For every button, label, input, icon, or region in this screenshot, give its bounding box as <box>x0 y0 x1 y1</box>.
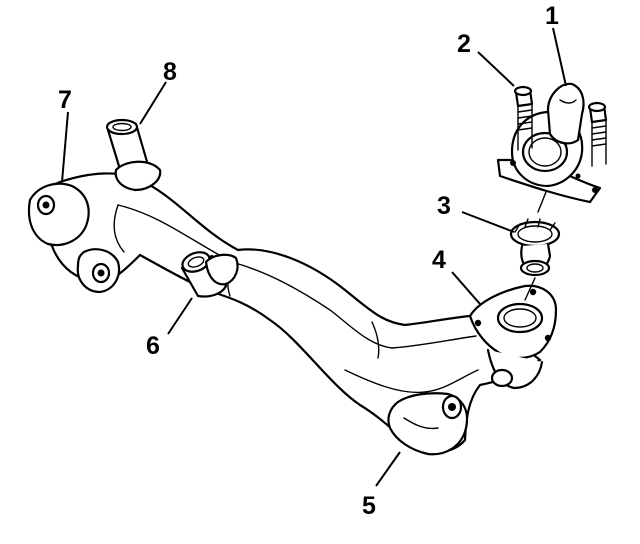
coolant-crossover-pipe <box>27 172 558 456</box>
leader-1 <box>552 27 567 87</box>
leader-3 <box>461 211 515 233</box>
callout-2: 2 <box>457 30 471 58</box>
side-hose-nipple <box>180 251 239 298</box>
callout-3: 3 <box>437 192 451 220</box>
callout-1: 1 <box>545 2 559 30</box>
callout-7: 7 <box>58 86 72 114</box>
leader-5 <box>375 451 401 487</box>
leader-6 <box>167 297 193 335</box>
leader-8 <box>139 81 167 125</box>
callout-8: 8 <box>163 58 177 86</box>
leader-7 <box>61 111 69 183</box>
thermostat-housing <box>496 82 602 204</box>
leader-2 <box>477 51 515 87</box>
leader-4 <box>451 271 481 305</box>
callout-6: 6 <box>146 332 160 360</box>
thermostat <box>509 191 561 301</box>
callout-labels: 1 2 3 4 5 6 7 8 <box>58 2 559 520</box>
callout-4: 4 <box>432 246 446 274</box>
housing-bolt-left <box>513 85 534 151</box>
housing-bolt-right <box>587 101 608 167</box>
leader-lines <box>61 27 567 487</box>
callout-5: 5 <box>362 492 376 520</box>
upper-hose-nipple <box>105 118 162 192</box>
